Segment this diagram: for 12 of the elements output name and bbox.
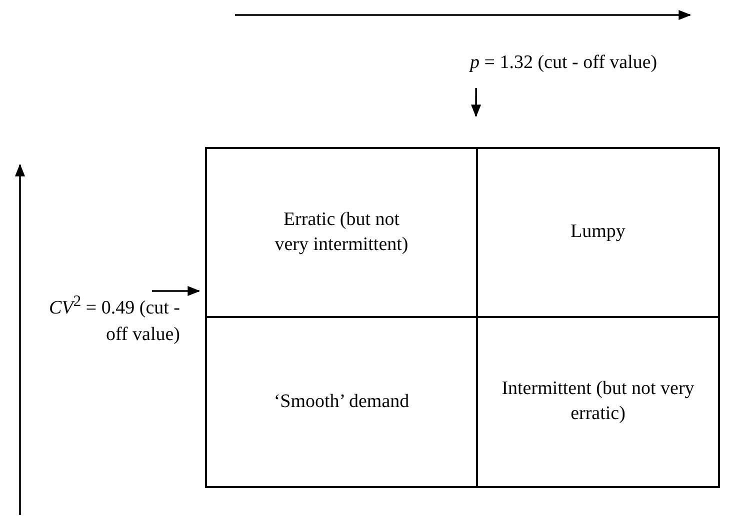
matrix-cell — [476, 147, 720, 318]
category-label: Intermittent (but not very erratic) — [500, 377, 696, 426]
cut-off-label: p = 1.32 (cut - off value) — [470, 51, 658, 75]
matrix-cell — [476, 316, 720, 488]
leader-arrow — [471, 88, 482, 118]
leader-arrow — [152, 286, 200, 296]
matrix-cell — [205, 147, 478, 318]
cut-off-label: CV$^{2}$ = 0.49 (cut - off value) — [48, 292, 180, 347]
category-label: ‘Smooth’ demand — [274, 390, 410, 414]
category-label: Lumpy — [570, 220, 626, 244]
matrix-cell — [205, 316, 478, 488]
category-label: Erratic (but not very intermittent) — [274, 208, 410, 256]
